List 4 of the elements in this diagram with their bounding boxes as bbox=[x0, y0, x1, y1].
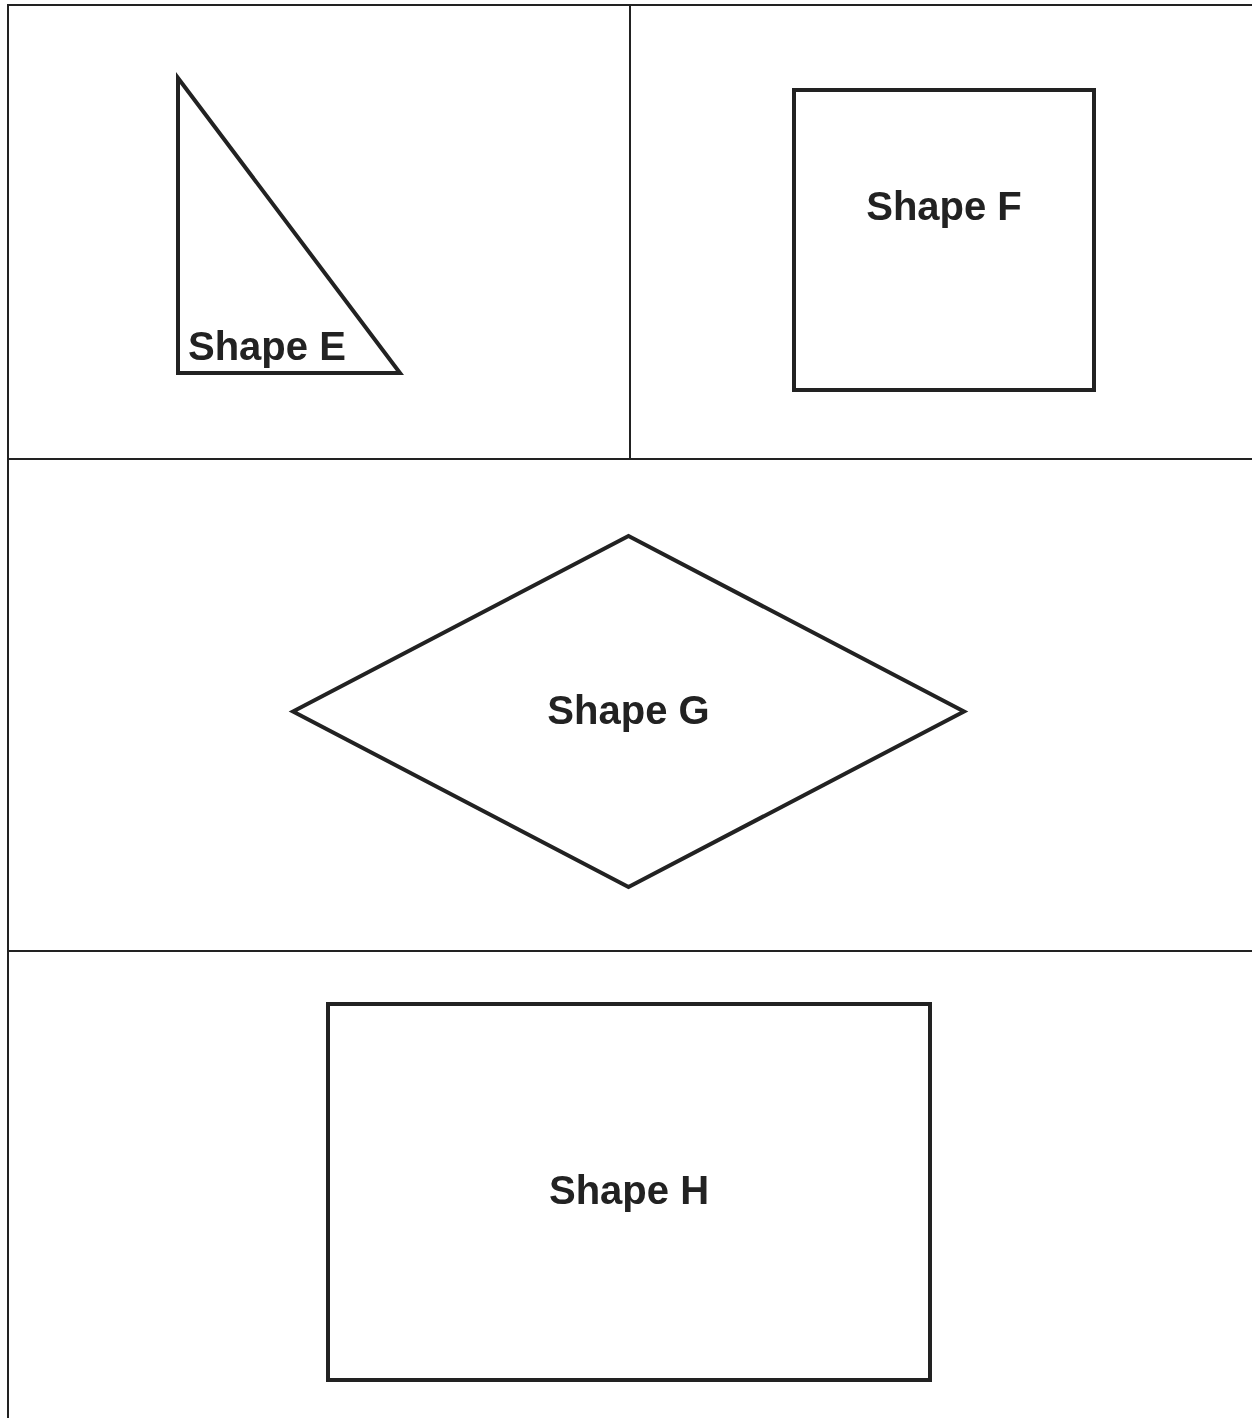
shape-label: Shape H bbox=[549, 1170, 709, 1210]
shape-label: Shape E bbox=[188, 326, 346, 366]
shape-label: Shape G bbox=[547, 689, 710, 730]
shape-label: Shape F bbox=[866, 186, 1022, 226]
